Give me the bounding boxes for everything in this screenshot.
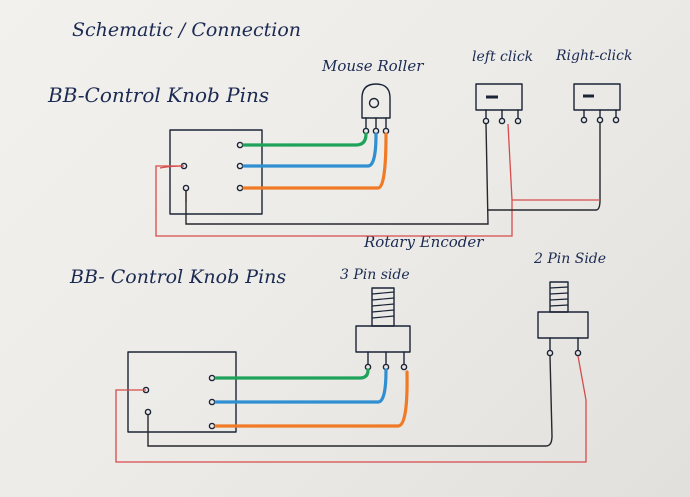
bb-top-right-pin-3 bbox=[236, 184, 244, 192]
right-click-pin-1 bbox=[580, 116, 588, 124]
encoder-body-2pin bbox=[537, 311, 589, 339]
black-wire-top-right-click bbox=[488, 123, 601, 211]
encoder-2pin-pin-1 bbox=[546, 349, 554, 357]
left-click-label: left click bbox=[472, 49, 533, 65]
title-label: Schematic / Connection bbox=[72, 19, 301, 41]
bb-bottom-right-pin-2 bbox=[208, 398, 216, 406]
right-click-pin-3 bbox=[612, 116, 620, 124]
left-click-pin-3 bbox=[514, 117, 522, 125]
left-click-pin-1 bbox=[482, 117, 490, 125]
mouse-roller-label: Mouse Roller bbox=[321, 57, 424, 75]
bb-top-right-pin-2 bbox=[236, 162, 244, 170]
right-click-switch bbox=[573, 83, 621, 111]
left-click-switch bbox=[475, 83, 523, 111]
bb-top-label: BB-Control Knob Pins bbox=[47, 83, 269, 107]
encoder-3pin-pin-3 bbox=[400, 363, 408, 371]
orange-wire-top bbox=[242, 132, 388, 190]
bb-top-right-pin-1 bbox=[236, 141, 244, 149]
bb-bottom-right-pin-1 bbox=[208, 374, 216, 382]
bb-bottom-right-pin-3 bbox=[208, 422, 216, 430]
rotary-encoder-label: Rotary Encoder bbox=[363, 233, 484, 251]
green-wire-bottom bbox=[214, 368, 370, 380]
red-wire-top bbox=[155, 123, 513, 237]
two-pin-side-label: 2 Pin Side bbox=[533, 251, 606, 267]
green-wire-top bbox=[242, 132, 368, 147]
black-wire-bottom bbox=[147, 355, 553, 447]
encoder-body-3pin bbox=[355, 325, 411, 353]
right-click-label: Right-click bbox=[555, 48, 632, 64]
bb-bottom-left-pin-2 bbox=[144, 408, 152, 416]
black-wire-top-left-click bbox=[185, 123, 489, 225]
orange-wire-bottom bbox=[214, 370, 409, 428]
blue-wire-top bbox=[242, 132, 378, 168]
encoder-2pin-pin-2 bbox=[574, 349, 582, 357]
mouse-roller-body bbox=[361, 83, 391, 119]
right-click-pin-2 bbox=[596, 116, 604, 124]
blue-wire-bottom bbox=[214, 368, 388, 404]
bb-top-left-pin-2 bbox=[182, 184, 190, 192]
bb-bottom-box bbox=[127, 351, 237, 433]
red-wire-bottom bbox=[115, 355, 587, 463]
bb-bottom-label: BB- Control Knob Pins bbox=[69, 266, 286, 288]
encoder-shaft-2pin bbox=[549, 281, 569, 313]
bb-top-box bbox=[169, 129, 263, 215]
mouse-roller-wheel bbox=[368, 97, 380, 109]
three-pin-side-label: 3 Pin side bbox=[340, 267, 410, 283]
left-click-pin-2 bbox=[498, 117, 506, 125]
